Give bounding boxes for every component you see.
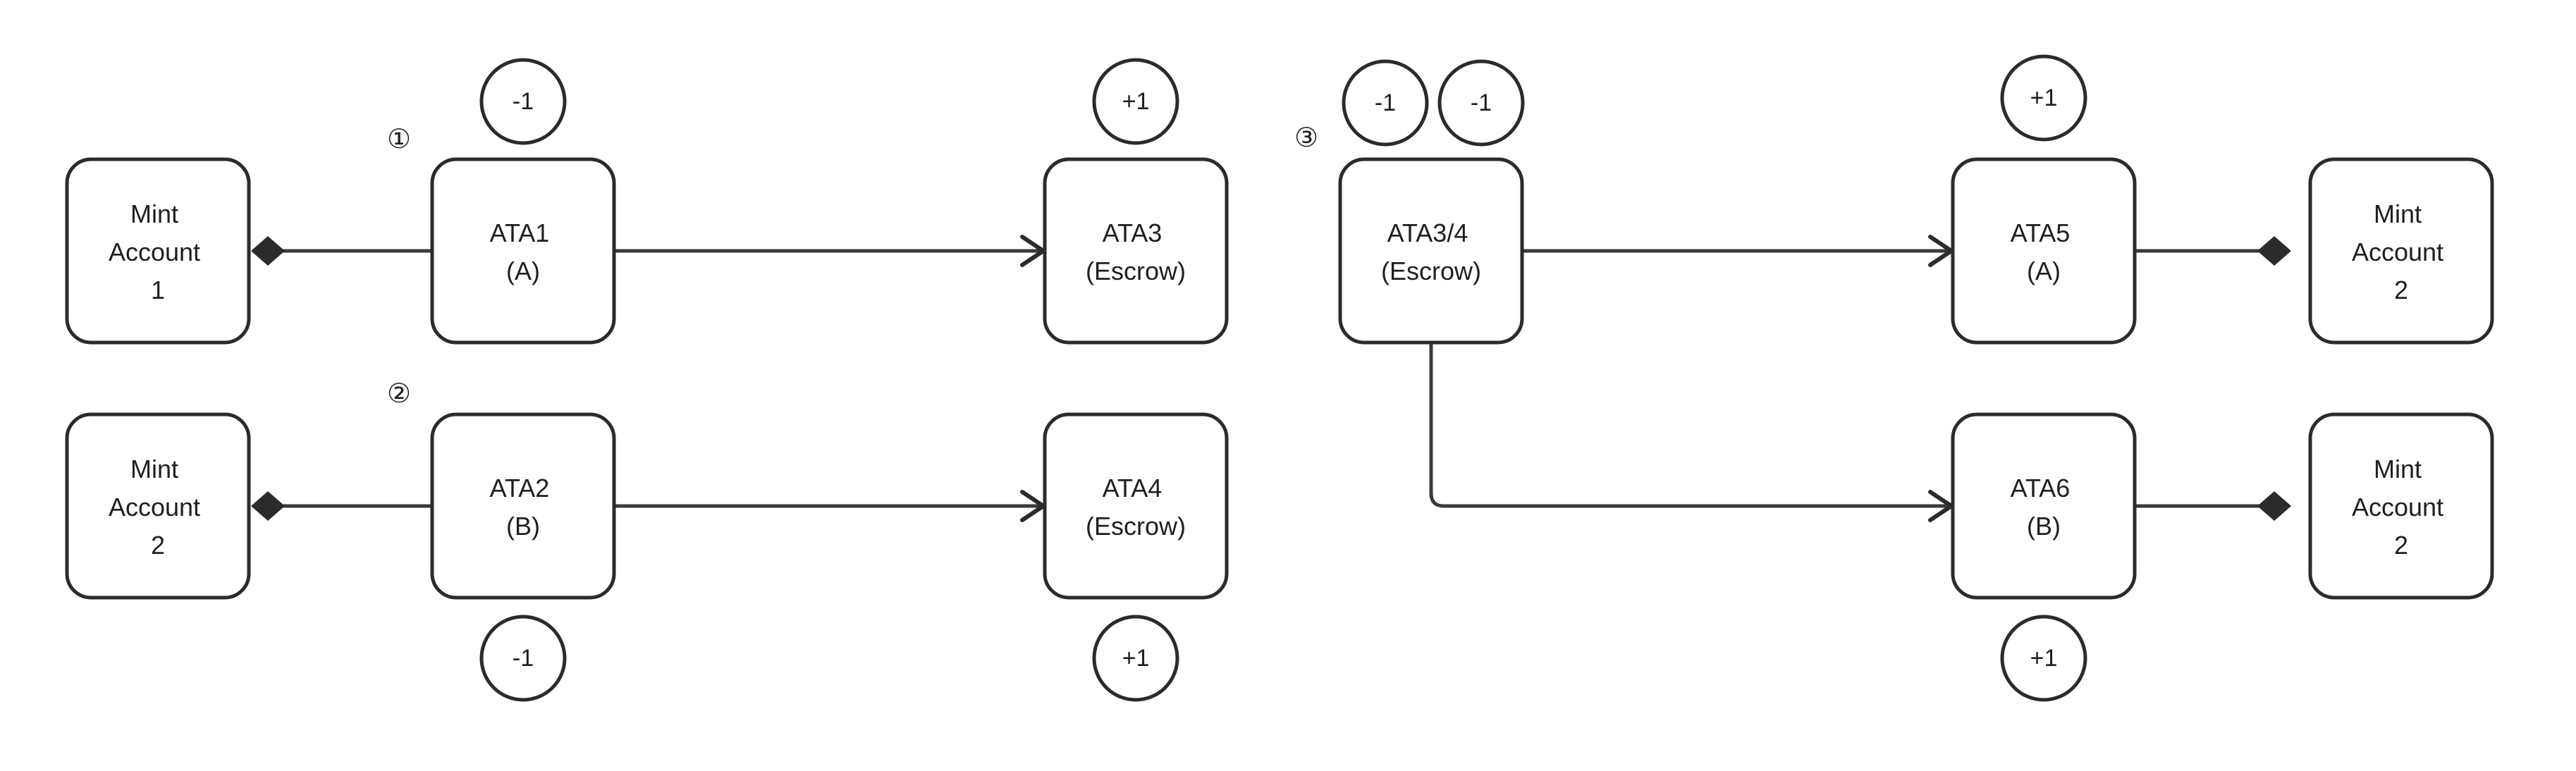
mint-account-2-right-top-node[interactable]: Mint Account 2 [2308,157,2494,345]
node-line: (B) [2027,512,2061,541]
node-line: Mint [2374,199,2422,228]
badge-ata34-a: -1 [1342,59,1429,147]
node-line: ATA1 [490,218,550,247]
node-line: Mint [130,455,178,483]
svg-text:-1: -1 [513,88,534,115]
diamond-marker [251,491,285,521]
diamond-marker [2257,236,2291,266]
svg-text:Mint Account 2: Mint Account 2 [2352,455,2451,560]
svg-text:-1: -1 [513,645,534,672]
mint-account-1-node[interactable]: Mint Account 1 [65,157,251,345]
svg-text:ATA5 (A): ATA5 (A) [2011,218,2078,285]
node-line: ATA6 [2011,474,2071,502]
node-line: ATA4 [1103,474,1163,502]
node-line: (B) [506,512,540,541]
diamond-marker [251,236,285,266]
node-line: (Escrow) [1086,257,1186,285]
nodes: Mint Account 1 Mint Account 2 ATA1 (A) [65,157,2494,600]
edge-ata2-mint2 [251,491,431,521]
badge-ata1: -1 [479,58,567,145]
ata2-node[interactable]: ATA2 (B) [430,412,616,600]
svg-text:+1: +1 [1122,645,1150,672]
node-line: Account [109,238,200,266]
node-line: (A) [506,257,540,285]
ata6-node[interactable]: ATA6 (B) [1951,412,2137,600]
svg-text:ATA3 (Escrow): ATA3 (Escrow) [1086,218,1186,285]
svg-text:ATA6 (B): ATA6 (B) [2011,474,2078,541]
badge-ata6: +1 [2000,615,2087,702]
node-line: ATA3/4 [1387,218,1468,247]
balance-badges: -1 +1 -1 +1 -1 -1 +1 +1 [479,54,2087,702]
edge-ata34-ata6 [1429,343,1954,522]
svg-text:-1: -1 [1471,90,1492,116]
ata34-node[interactable]: ATA3/4 (Escrow) [1338,157,1524,345]
badge-ata5: +1 [2000,54,2087,142]
svg-text:ATA1 (A): ATA1 (A) [490,218,557,285]
node-line: Account [2352,493,2443,522]
mint-account-2-left-node[interactable]: Mint Account 2 [65,412,251,600]
svg-text:Mint Account 1: Mint Account 1 [109,199,207,304]
svg-text:Mint Account 2: Mint Account 2 [2352,199,2451,304]
ata3-node[interactable]: ATA3 (Escrow) [1043,157,1229,345]
badge-ata4: +1 [1092,615,1179,702]
node-line: Account [2352,238,2443,266]
diamond-marker [2257,491,2291,521]
svg-text:ATA4 (Escrow): ATA4 (Escrow) [1086,474,1186,541]
node-line: Account [109,493,200,522]
ata4-node[interactable]: ATA4 (Escrow) [1043,412,1229,600]
svg-text:+1: +1 [2030,645,2058,672]
step-marker-3: ③ [1294,123,1318,153]
badge-ata2: -1 [479,615,567,702]
node-line: Mint [2374,455,2422,483]
svg-text:ATA2 (B): ATA2 (B) [490,474,557,541]
edge-ata34-ata5 [1523,235,1954,267]
step-marker-1: ① [387,125,411,154]
badge-ata34-b: -1 [1437,59,1525,147]
ata5-node[interactable]: ATA5 (A) [1951,157,2137,345]
svg-text:+1: +1 [2030,85,2058,111]
edges [251,235,2291,522]
node-line: ATA5 [2011,218,2071,247]
edge-ata5-mint2 [2136,236,2291,266]
step-markers: ① ② ③ [387,123,1318,409]
edge-ata1-ata3 [615,235,1045,267]
svg-text:+1: +1 [1122,88,1150,115]
edge-ata1-mint1 [251,236,431,266]
node-line: (A) [2027,257,2061,285]
node-line: 1 [151,276,165,304]
mint-account-2-right-bottom-node[interactable]: Mint Account 2 [2308,412,2494,600]
node-line: ATA3 [1103,218,1163,247]
node-line: (Escrow) [1086,512,1186,541]
node-line: (Escrow) [1381,257,1481,285]
node-line: ATA2 [490,474,550,502]
node-line: 2 [151,531,165,560]
edge-ata2-ata4 [615,490,1045,522]
node-line: Mint [130,199,178,228]
step-marker-2: ② [387,379,411,409]
node-line: 2 [2394,276,2408,304]
svg-text:Mint Account 2: Mint Account 2 [109,455,207,560]
node-line: 2 [2394,531,2408,560]
svg-text:ATA3/4 (Escrow): ATA3/4 (Escrow) [1381,218,1481,285]
ata1-node[interactable]: ATA1 (A) [430,157,616,345]
badge-ata3: +1 [1092,58,1179,145]
edge-ata6-mint2 [2136,491,2291,521]
svg-text:-1: -1 [1375,90,1396,116]
